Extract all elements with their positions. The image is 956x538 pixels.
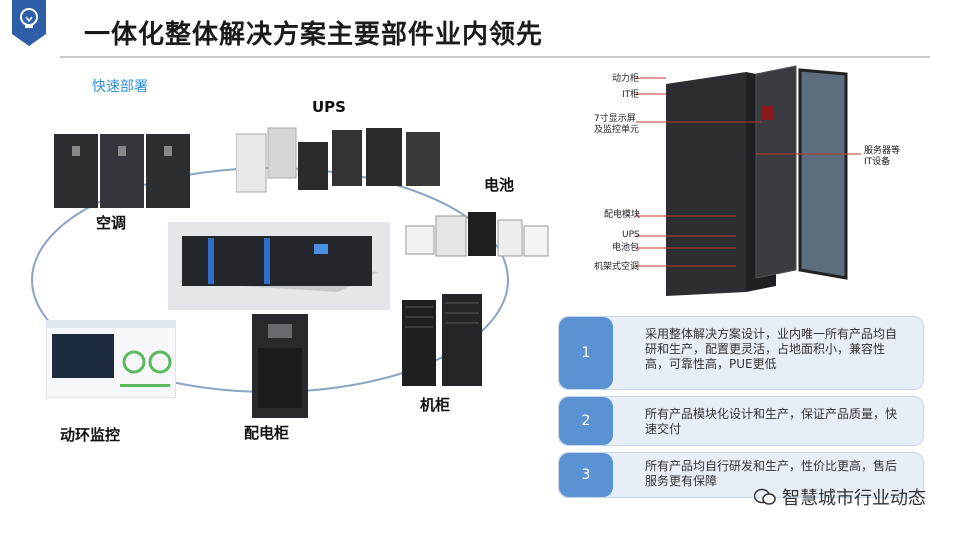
wechat-icon bbox=[754, 488, 776, 505]
feature-row-2: 2 所有产品模块化设计和生产，保证产品质量，快速交付 bbox=[558, 396, 924, 446]
callout-power-cabinet: 动力柜 bbox=[612, 74, 640, 84]
air-conditioner-image bbox=[54, 130, 194, 210]
label-ups: UPS bbox=[312, 98, 346, 116]
pdu-cabinet-image bbox=[252, 314, 308, 418]
callout-ups: UPS bbox=[622, 230, 640, 240]
feature-number-3: 3 bbox=[559, 453, 613, 497]
feature-row-3: 3 所有产品均自行研发和生产，性价比更高，售后服务更有保障 bbox=[558, 452, 924, 498]
monitoring-screen-image bbox=[45, 319, 177, 399]
feature-text-3: 所有产品均自行研发和生产，性价比更高，售后服务更有保障 bbox=[645, 459, 898, 488]
feature-number-1: 1 bbox=[559, 317, 613, 389]
watermark: 智慧城市行业动态 bbox=[754, 484, 926, 510]
callout-rack-ac: 机架式空调 bbox=[594, 262, 640, 272]
feature-number-2: 2 bbox=[559, 397, 613, 445]
callout-battery-pack: 电池包 bbox=[612, 243, 640, 253]
lightbulb-badge-icon bbox=[12, 0, 46, 46]
page-title: 一体化整体解决方案主要部件业内领先 bbox=[84, 20, 544, 50]
cabinet-image bbox=[402, 294, 486, 388]
label-ac: 空调 bbox=[96, 214, 127, 232]
feature-text-1: 采用整体解决方案设计，业内唯一所有产品均自研和生产，配置更灵活，占地面积小，兼容… bbox=[645, 327, 898, 371]
label-cabinet: 机柜 bbox=[420, 396, 451, 414]
label-pdu: 配电柜 bbox=[244, 424, 290, 442]
integrated-rack-diagram bbox=[636, 65, 861, 296]
callout-pdu-module: 配电模块 bbox=[604, 210, 641, 220]
label-battery: 电池 bbox=[484, 176, 515, 194]
title-divider bbox=[60, 56, 930, 58]
callout-servers: 服务器等 IT设备 bbox=[864, 146, 901, 167]
label-monitor: 动环监控 bbox=[60, 426, 121, 444]
feature-row-1: 1 采用整体解决方案设计，业内唯一所有产品均自研和生产，配置更灵活，占地面积小，… bbox=[558, 316, 924, 390]
modular-datacenter-image bbox=[168, 222, 390, 310]
feature-text-2: 所有产品模块化设计和生产，保证产品质量，快速交付 bbox=[645, 407, 898, 436]
ups-image bbox=[235, 124, 442, 194]
callout-display: 7寸显示屏 及监控单元 bbox=[594, 114, 640, 135]
battery-image bbox=[402, 202, 552, 262]
watermark-text: 智慧城市行业动态 bbox=[782, 488, 926, 509]
section-subtitle: 快速部署 bbox=[92, 79, 148, 95]
callout-it-cabinet: IT柜 bbox=[622, 90, 640, 100]
